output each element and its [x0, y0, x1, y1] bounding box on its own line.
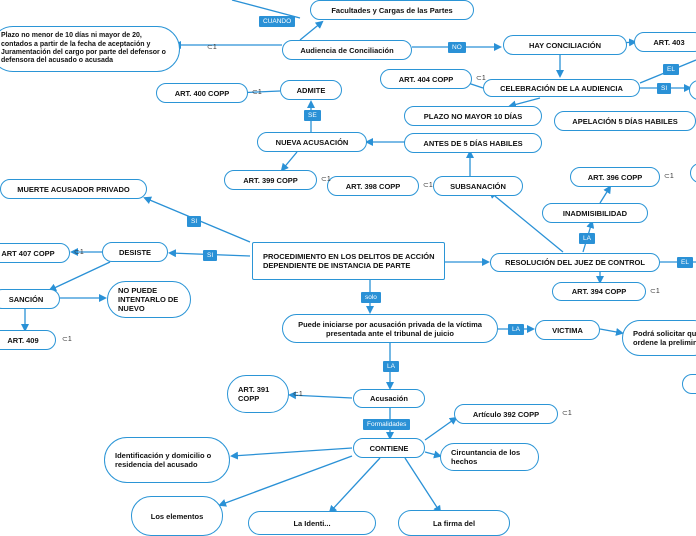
node-podra[interactable]: Podrá solicitar que ordene la preliminar [622, 320, 696, 356]
node-partial-right-3 [682, 374, 696, 394]
node-circunstancia[interactable]: Circuntancia de los hechos [440, 443, 539, 471]
node-no-puede[interactable]: NO PUEDE INTENTARLO DE NUEVO [107, 281, 191, 318]
node-art-398[interactable]: ART. 398 COPP [327, 176, 419, 196]
node-facultades[interactable]: Facultades y Cargas de las Partes [310, 0, 474, 20]
note-count: 1 [212, 44, 217, 51]
label-cuando: CUANDO [259, 16, 296, 27]
note-art399[interactable]: ⊂⁠1 [321, 176, 331, 183]
node-inadmisibilidad[interactable]: INADMISIBILIDAD [542, 203, 648, 223]
note-art396[interactable]: ⊂⁠1 [664, 173, 674, 180]
label-si-desiste: SI [203, 250, 218, 261]
label-solo: solo [361, 292, 381, 303]
node-elementos[interactable]: Los elementos [131, 496, 223, 536]
label-el-resolucion: EL [677, 257, 693, 268]
node-art-407[interactable]: ART 407 COPP [0, 243, 70, 263]
note-art391[interactable]: ⊂⁠1 [293, 391, 303, 398]
node-firma[interactable]: La firma del [398, 510, 510, 536]
node-art-392[interactable]: Artículo 392 COPP [454, 404, 558, 424]
node-ident-bottom[interactable]: La Identi... [248, 511, 376, 535]
note-art409[interactable]: ⊂⁠1 [62, 336, 72, 343]
note-count: 1 [669, 173, 674, 180]
note-count: 1 [481, 75, 486, 82]
label-la-victima: LA [508, 324, 524, 335]
note-count: 1 [655, 288, 660, 295]
connector-lines [21, 0, 696, 514]
node-puede-iniciarse[interactable]: Puede iniciarse por acusación privada de… [282, 314, 498, 343]
note-count: 1 [67, 336, 72, 343]
note-art407[interactable]: ⊂⁠1 [74, 249, 84, 256]
node-art-403[interactable]: ART. 403 [634, 32, 696, 52]
label-no: NO [448, 42, 466, 53]
node-art-400[interactable]: ART. 400 COPP [156, 83, 248, 103]
note-art404[interactable]: ⊂⁠1 [476, 75, 486, 82]
label-si-muerte: SI [187, 216, 202, 227]
label-formalidades: Formalidades [363, 419, 411, 430]
node-audiencia-conciliacion[interactable]: Audiencia de Conciliación [282, 40, 412, 60]
node-celebracion[interactable]: CELEBRACIÓN DE LA AUDIENCIA [483, 79, 640, 97]
node-victima[interactable]: VICTIMA [535, 320, 600, 340]
node-resolucion[interactable]: RESOLUCIÓN DEL JUEZ DE CONTROL [490, 253, 660, 272]
node-contiene[interactable]: CONTIENE [353, 438, 425, 458]
node-art-404[interactable]: ART. 404 COPP [380, 69, 472, 89]
note-count: 1 [298, 391, 303, 398]
note-art400[interactable]: ⊂⁠1 [252, 89, 262, 96]
label-la-inadmisibilidad: LA [579, 233, 595, 244]
node-sancion[interactable]: SANCIÓN [0, 289, 60, 309]
label-si-top: SI [657, 83, 672, 94]
node-apelacion[interactable]: APELACIÓN 5 DÍAS HABILES [554, 111, 696, 131]
node-plazo-10[interactable]: PLAZO NO MAYOR 10 DÍAS [404, 106, 542, 126]
label-la-acusacion: LA [383, 361, 399, 372]
node-identificacion[interactable]: Identificación y domicilio o residencia … [104, 437, 230, 483]
node-muerte[interactable]: MUERTE ACUSADOR PRIVADO [0, 179, 147, 199]
node-antes-5-dias[interactable]: ANTES DE 5 DÍAS HABILES [404, 133, 542, 153]
node-art-399[interactable]: ART. 399 COPP [224, 170, 317, 190]
node-desiste[interactable]: DESISTE [102, 242, 168, 262]
note-count: 1 [326, 176, 331, 183]
node-art-409[interactable]: ART. 409 [0, 330, 56, 350]
node-plazo-10-20[interactable]: Plazo no menor de 10 días ni mayor de 20… [0, 26, 180, 72]
node-subsanacion[interactable]: SUBSANACIÓN [433, 176, 523, 196]
note-count: 1 [567, 410, 572, 417]
label-se: SE [304, 110, 321, 121]
node-art-391[interactable]: ART. 391 COPP [227, 375, 289, 413]
note-art394[interactable]: ⊂⁠1 [650, 288, 660, 295]
note-plazo[interactable]: ⊂⁠1 [207, 44, 217, 51]
node-nueva-acusacion[interactable]: NUEVA ACUSACIÓN [257, 132, 367, 152]
node-art-396[interactable]: ART. 396 COPP [570, 167, 660, 187]
node-root[interactable]: PROCEDIMIENTO EN LOS DELITOS DE ACCIÓN D… [252, 242, 445, 280]
note-count: 1 [257, 89, 262, 96]
label-el-top: EL [663, 64, 679, 75]
node-hay-conciliacion[interactable]: HAY CONCILIACIÓN [503, 35, 627, 55]
note-art398[interactable]: ⊂⁠1 [423, 182, 433, 189]
node-admite[interactable]: ADMITE [280, 80, 342, 100]
node-art-394[interactable]: ART. 394 COPP [552, 282, 646, 301]
note-count: 1 [428, 182, 433, 189]
node-acusacion[interactable]: Acusación [353, 389, 425, 408]
note-count: 1 [79, 249, 84, 256]
note-art392[interactable]: ⊂⁠1 [562, 410, 572, 417]
